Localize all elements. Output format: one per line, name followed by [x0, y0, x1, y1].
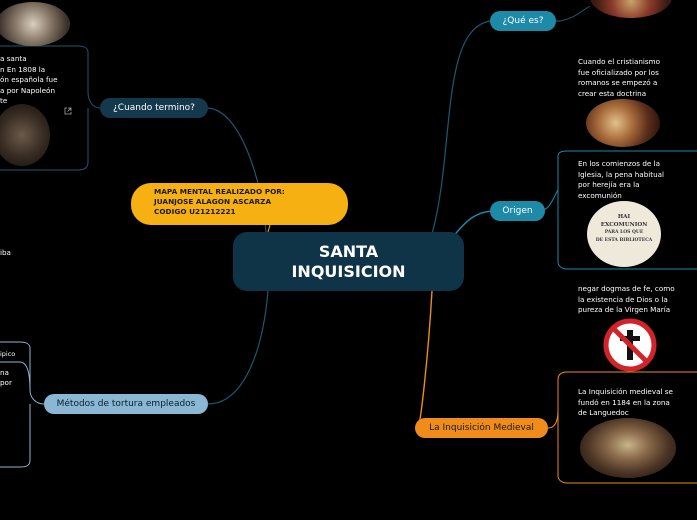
origen-text-1-line: fue oficializado por los	[578, 67, 659, 77]
topic-cuando-termino[interactable]: ¿Cuando termino?	[100, 98, 208, 118]
central-topic[interactable]: SANTA INQUISICION	[233, 232, 464, 291]
external-link-icon[interactable]	[64, 107, 72, 115]
topic-origen[interactable]: Origen	[490, 201, 545, 221]
topic-metodos-tortura-label: Métodos de tortura empleados	[56, 399, 196, 409]
origen-text-1: Cuando el cristianismo fue oficializado …	[578, 57, 688, 99]
cuando-termino-text-line: n En 1808 la	[0, 64, 46, 74]
no-cross-icon	[603, 318, 657, 372]
note-line1: MAPA MENTAL REALIZADO POR:	[154, 187, 285, 196]
topic-que-es[interactable]: ¿Qué es?	[490, 11, 556, 31]
medieval-text-1-line: pureza de la Virgen María	[578, 305, 671, 314]
medieval-text-2-line: fundó en 1184 en la zona	[578, 397, 670, 407]
medieval-text-2-line: de Languedoc	[578, 408, 629, 417]
origen-text-1-line: romanos se empezó a	[578, 78, 658, 87]
central-topic-line1: SANTA	[318, 241, 379, 261]
sign-line: PARA LOS QUE	[604, 230, 644, 235]
topic-inquisicion-medieval-label: La Inquisición Medieval	[429, 423, 534, 433]
topic-metodos-tortura[interactable]: Métodos de tortura empleados	[44, 394, 208, 414]
origen-text-2: En los comienzos de la Iglesia, la pena …	[578, 159, 688, 201]
central-topic-line2: INQUISICION	[291, 261, 406, 281]
topic-que-es-label: ¿Qué es?	[502, 16, 544, 26]
origen-text-1-line: crear esta doctrina	[578, 88, 647, 98]
cuando-termino-text-line: ón española fue	[0, 75, 58, 84]
note-line2: JUANJOSE ALAGON ASCARZA	[154, 197, 272, 206]
origen-text-2-line: por herejía era la	[578, 180, 640, 189]
origen-text-2-line: Iglesia, la pena habitual	[578, 169, 665, 179]
cuando-termino-text-line: te	[0, 96, 8, 105]
que-es-image	[590, 0, 672, 18]
note-line3: CODIGO U21212221	[154, 207, 236, 216]
cuando-termino-image-1	[0, 2, 70, 46]
cuando-termino-text-line: a por Napoleón	[0, 85, 56, 95]
medieval-text-2-line: La Inquisición medieval se	[578, 387, 673, 396]
metodos-text-2: na	[0, 368, 9, 377]
cuando-termino-text: a santa n En 1808 la ón española fue a p…	[0, 54, 90, 107]
sign-line: HAI EXCOMUNION	[600, 214, 648, 228]
cuando-termino-image-2	[0, 104, 50, 166]
origen-text-1-line: Cuando el cristianismo	[578, 57, 661, 66]
origen-text-2-line: En los comienzos de la	[578, 159, 660, 168]
excomunion-sign-image: HAI EXCOMUNION PARA LOS QUE DE ESTA BIBL…	[587, 201, 661, 267]
metodos-text-3: por	[0, 378, 12, 387]
medieval-text-1: negar dogmas de fe, como la existencia d…	[578, 284, 693, 316]
left-text-fragment: iba	[0, 248, 11, 257]
metodos-text-1: ipico	[0, 350, 16, 358]
medieval-image	[580, 418, 676, 478]
medieval-text-1-line: negar dogmas de fe, como	[578, 284, 675, 293]
origen-image-1	[586, 99, 660, 147]
cuando-termino-text-line: a santa	[0, 54, 27, 63]
topic-origen-label: Origen	[502, 206, 533, 216]
origen-text-2-line: excomunión	[578, 190, 622, 200]
topic-cuando-termino-label: ¿Cuando termino?	[113, 103, 195, 113]
medieval-text-1-line: la existencia de Dios o la	[578, 294, 668, 304]
floating-note[interactable]: MAPA MENTAL REALIZADO POR: JUANJOSE ALAG…	[131, 183, 348, 225]
topic-inquisicion-medieval[interactable]: La Inquisición Medieval	[415, 418, 548, 438]
medieval-text-2: La Inquisición medieval se fundó en 1184…	[578, 387, 693, 419]
sign-line: DE ESTA BIBLIOTECA	[595, 238, 653, 243]
